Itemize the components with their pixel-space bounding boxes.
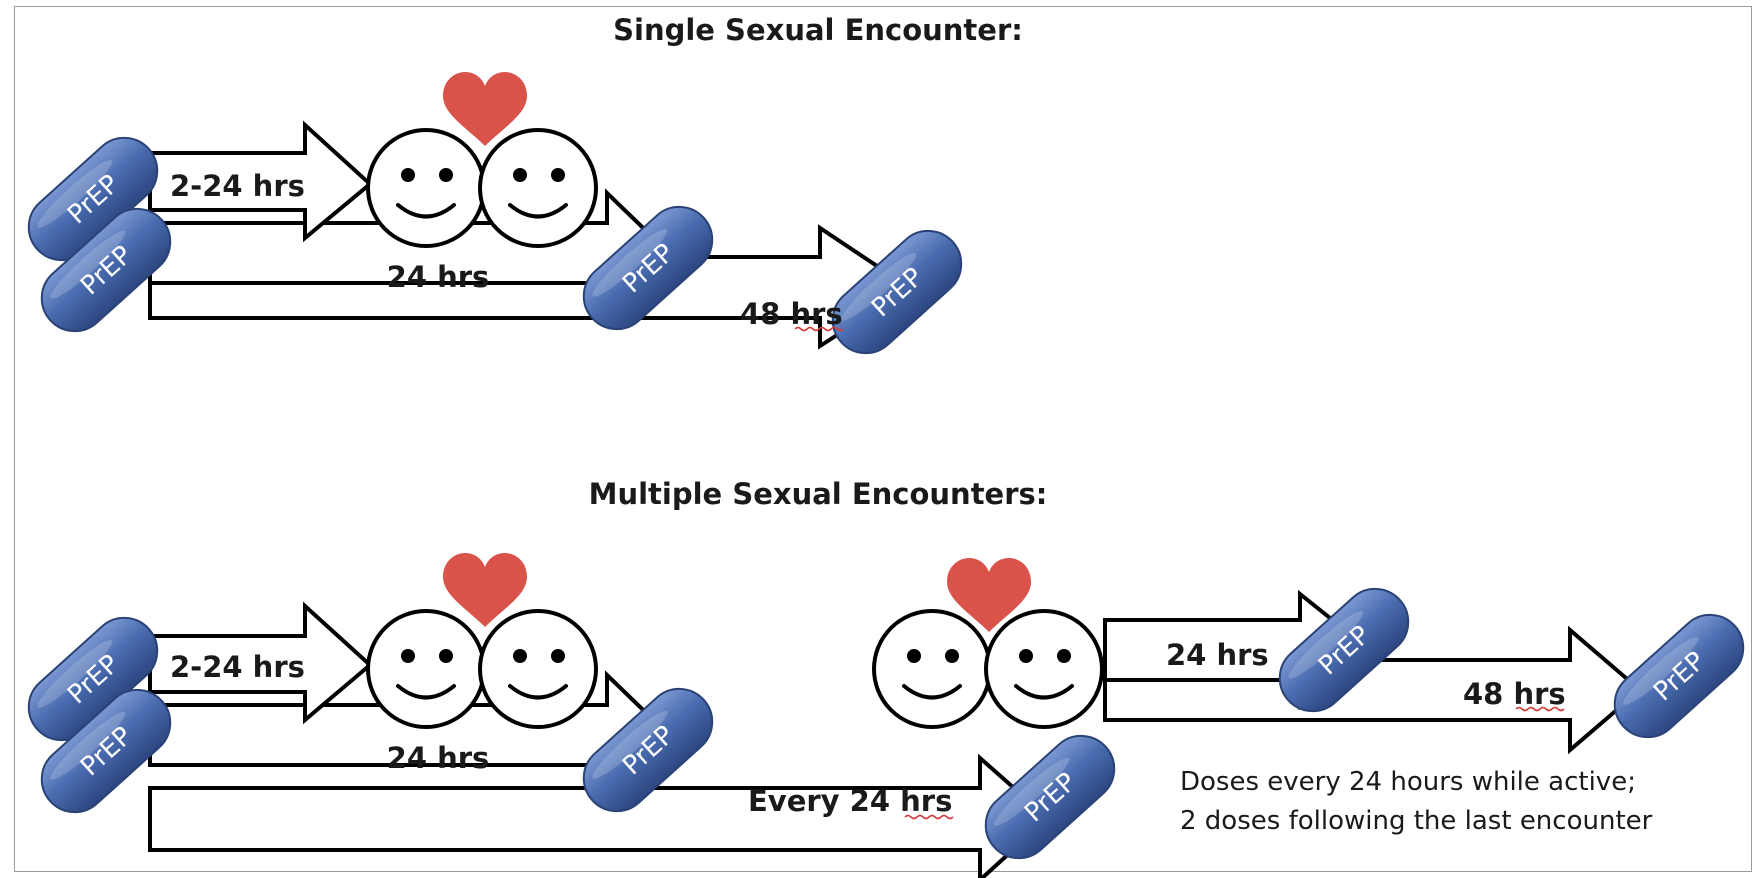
smiley-face-icon xyxy=(366,128,486,248)
multiple-label-48hrs: 48 hrs xyxy=(1463,677,1566,711)
pill-icon: PrEP xyxy=(27,194,185,346)
smiley-face-icon xyxy=(478,609,598,729)
dosing-note-line-2: 2 doses following the last encounter xyxy=(1180,806,1653,836)
pill-icon: PrEP xyxy=(1265,574,1423,726)
multiple-couple-faces-first xyxy=(366,609,598,729)
pill-icon: PrEP xyxy=(971,721,1129,873)
multiple-label-every-24hrs: Every 24 hrs xyxy=(748,784,952,818)
pill-icon: PrEP xyxy=(1600,600,1758,752)
single-label-24hrs: 24 hrs xyxy=(387,260,490,294)
multiple-label-24hrs: 24 hrs xyxy=(387,741,490,775)
multiple-title: Multiple Sexual Encounters: xyxy=(589,477,1048,511)
pill-icon: PrEP xyxy=(569,192,727,344)
smiley-face-icon xyxy=(984,609,1104,729)
smiley-face-icon xyxy=(366,609,486,729)
multiple-label-24hrs-second: 24 hrs xyxy=(1166,638,1269,672)
multiple-arrow-2-24hrs xyxy=(148,601,374,725)
single-label-2-24hrs: 2-24 hrs xyxy=(170,169,305,203)
multiple-couple-faces-second xyxy=(872,609,1104,729)
single-arrow-2-24hrs xyxy=(148,120,374,243)
pill-icon: PrEP xyxy=(818,216,976,368)
pill-icon: PrEP xyxy=(27,675,185,827)
single-label-48hrs: 48 hrs xyxy=(740,297,843,331)
diagram-frame xyxy=(14,6,1752,872)
dosing-note-line-1: Doses every 24 hours while active; xyxy=(1180,767,1636,797)
single-couple-faces xyxy=(366,128,598,248)
multiple-label-2-24hrs: 2-24 hrs xyxy=(170,650,305,684)
smiley-face-icon xyxy=(478,128,598,248)
single-title: Single Sexual Encounter: xyxy=(613,13,1023,47)
pill-icon: PrEP xyxy=(569,674,727,826)
smiley-face-icon xyxy=(872,609,992,729)
